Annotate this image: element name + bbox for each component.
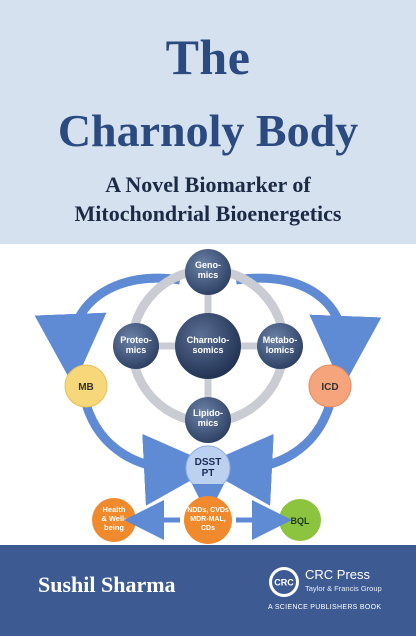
- node-metabolomics: [257, 323, 303, 369]
- center-label: Charnolo-somics: [187, 335, 230, 355]
- node-ndds: [184, 496, 232, 544]
- arc-arrow-right-top: [235, 273, 382, 388]
- icd-label: ICD: [321, 382, 338, 393]
- node-proteomics: [113, 323, 159, 369]
- node-icd: [308, 364, 352, 408]
- title-band: [0, 0, 416, 244]
- arc-arrow-left-top: [34, 273, 181, 386]
- metabolomics-label: Metabo-lomics: [263, 335, 298, 355]
- subtitle-line-2: Mitochondrial Bioenergetics: [74, 201, 342, 226]
- node-lipidomics: [185, 397, 231, 443]
- node-genomics: [185, 249, 231, 295]
- genomics-label: Geno-mics: [195, 260, 221, 280]
- author-name: Sushil Sharma: [38, 572, 176, 597]
- arc-arrow-left-bottom: [81, 402, 216, 506]
- node-mb: [64, 364, 108, 408]
- publisher-name: CRC Press: [305, 567, 371, 582]
- crc-press-logo: CRC: [269, 567, 299, 597]
- mb-label: MB: [78, 382, 94, 393]
- subtitle-line-1: A Novel Biomarker of: [105, 172, 311, 197]
- proteomics-label: Proteo-mics: [120, 335, 152, 355]
- publisher-tagline: A SCIENCE PUBLISHERS BOOK: [268, 604, 382, 611]
- bql-label: BQL: [291, 516, 311, 526]
- title-line-2: Charnoly Body: [57, 105, 359, 156]
- arc-arrow-right-bottom: [200, 402, 335, 506]
- svg-text:CRC: CRC: [274, 578, 294, 588]
- node-center: [175, 313, 241, 379]
- lipidomics-label: Lipido-mics: [193, 408, 223, 428]
- publisher-group: Taylor & Francis Group: [305, 584, 382, 593]
- omics-diagram: Geno-mics Proteo-mics Metabo-lomics Lipi…: [34, 249, 382, 544]
- title-line-1: The: [165, 29, 251, 85]
- health-label: Health& Well-being: [101, 505, 127, 532]
- author-band: [0, 545, 416, 636]
